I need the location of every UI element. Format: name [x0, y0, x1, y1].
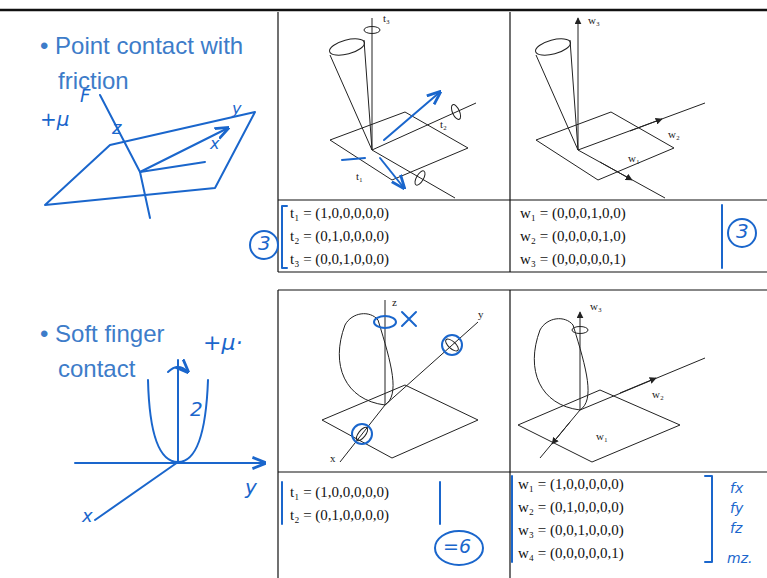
slide-heading: • Point contact with friction: [40, 28, 273, 98]
handwritten-note: x: [82, 506, 93, 527]
handwritten-note: 2: [190, 398, 203, 421]
handwritten-note: x: [210, 135, 219, 153]
handwritten-note: z: [112, 118, 121, 139]
handwritten-note: fy: [730, 500, 743, 516]
twist-basis: t₁ = (1,0,0,0,0,0): [290, 205, 389, 222]
axis-label: w₂: [652, 388, 664, 401]
axis-label: w₂: [668, 128, 680, 141]
axis-label: t₃: [383, 12, 390, 25]
twist-basis: t₁ = (1,0,0,0,0,0): [290, 484, 389, 501]
handwritten-note: mz.: [727, 550, 752, 566]
handwritten-note: fx: [730, 480, 743, 496]
axis-label: w₁: [596, 430, 608, 443]
wrench-basis: w₁ = (0,0,0,1,0,0): [520, 205, 626, 222]
handwritten-note: +μ: [40, 108, 69, 131]
twist-basis: t₂ = (0,1,0,0,0,0): [290, 228, 389, 245]
axis-label: x: [330, 452, 336, 465]
axis-label: t₂: [440, 118, 447, 131]
wrench-basis: w₃ = (0,0,0,0,0,1): [520, 251, 626, 268]
axis-label: w₃: [590, 300, 602, 313]
slide-heading: • Soft finger contact: [40, 316, 228, 386]
handwritten-note: y: [245, 476, 257, 499]
axis-label: w₁: [628, 152, 640, 165]
handwritten-note: F: [80, 86, 90, 107]
wrench-basis: w₄ = (0,0,0,0,0,1): [518, 545, 624, 562]
handwritten-note: +μ·: [203, 330, 242, 355]
axis-label: y: [478, 308, 484, 321]
wrench-basis: w₃ = (0,0,1,0,0,0): [518, 522, 624, 539]
wrench-basis: w₁ = (1,0,0,0,0,0): [518, 476, 624, 493]
wrench-basis: w₂ = (0,0,0,0,1,0): [520, 228, 626, 245]
handwritten-note: y: [232, 100, 241, 118]
circled-count: =6: [443, 536, 471, 558]
axis-label: z: [392, 296, 397, 309]
twist-basis: t₃ = (0,0,1,0,0,0): [290, 251, 389, 268]
wrench-basis: w₂ = (0,1,0,0,0,0): [518, 499, 624, 516]
circled-count: 3: [736, 220, 749, 243]
twist-basis: t₂ = (0,1,0,0,0,0): [290, 507, 389, 524]
circled-count: 3: [258, 232, 271, 255]
axis-label: t₁: [356, 170, 363, 183]
axis-label: w₃: [588, 14, 600, 27]
handwritten-note: fz: [730, 520, 742, 536]
